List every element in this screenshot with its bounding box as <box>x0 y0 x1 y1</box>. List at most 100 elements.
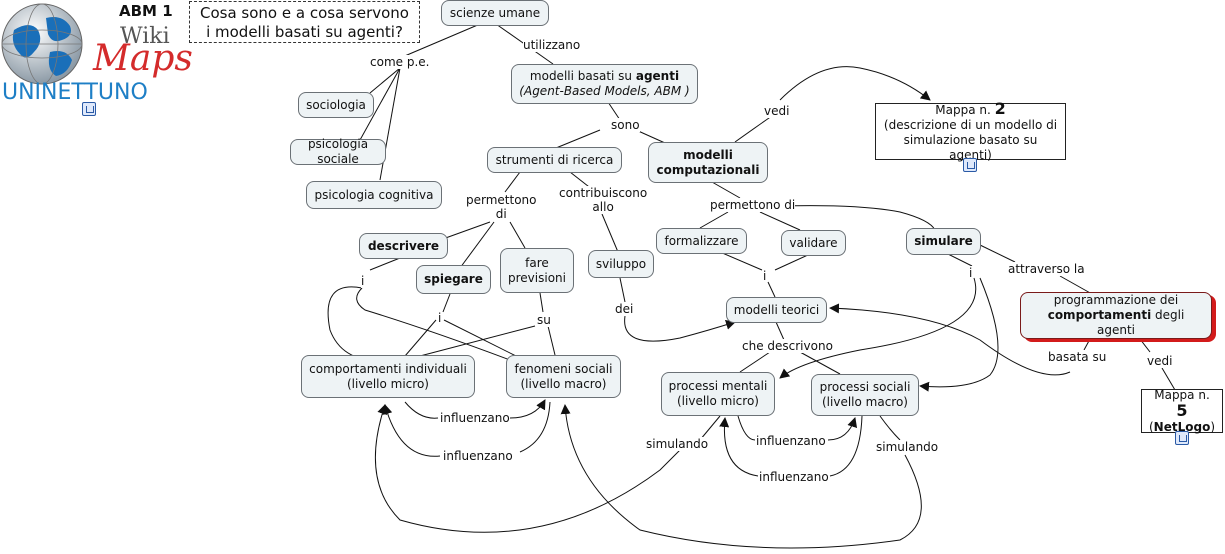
concept-label-bold: agenti <box>635 69 680 83</box>
edge <box>619 277 626 303</box>
edge <box>601 213 619 253</box>
link-label: come p.e. <box>370 55 430 69</box>
concept-map-icon[interactable] <box>963 158 977 172</box>
edge <box>399 23 481 59</box>
concept-sviluppo[interactable]: sviluppo <box>588 250 654 278</box>
concept-label: modelli basati su agenti <box>530 69 679 84</box>
concept-fenomeni-sociali[interactable]: fenomeni sociali (livello macro) <box>506 355 621 398</box>
concept-descrivere[interactable]: descrivere <box>359 233 448 259</box>
concept-label: fare <box>525 255 549 270</box>
concept-comportamenti-individuali[interactable]: comportamenti individuali (livello micro… <box>301 355 475 398</box>
concept-label: sociologia <box>306 97 366 112</box>
concept-validare[interactable]: validare <box>781 230 846 256</box>
edge <box>827 417 858 441</box>
link-label: i <box>438 311 442 325</box>
concept-programmazione-comportamenti[interactable]: programmazione dei comportamenti degli a… <box>1020 292 1212 339</box>
edge <box>327 286 406 362</box>
concept-label-line2: comportamenti degli agenti <box>1027 308 1205 338</box>
concept-formalizzare[interactable]: formalizzare <box>656 228 747 254</box>
edge <box>779 205 936 231</box>
concept-label: formalizzare <box>664 233 739 248</box>
concept-processi-sociali[interactable]: processi sociali (livello macro) <box>811 374 919 416</box>
link-label: permettono di <box>710 198 796 212</box>
edge <box>829 415 863 477</box>
link-label: vedi <box>764 104 790 118</box>
link-label: vedi <box>1147 354 1173 368</box>
concept-label-part: ( <box>1148 419 1154 434</box>
link-label: sono <box>611 118 640 132</box>
edge <box>779 277 977 379</box>
concept-label: validare <box>789 235 838 250</box>
edge <box>519 401 551 453</box>
link-label-line2: allo <box>592 200 614 214</box>
edge <box>711 181 741 199</box>
concept-label-line3: simulazione basato su agenti) <box>903 132 1038 162</box>
concept-sociologia[interactable]: sociologia <box>298 92 374 118</box>
concept-modelli-teorici[interactable]: modelli teorici <box>726 297 827 323</box>
wikimaps-logo: Wiki Maps UNINETTUNO <box>0 0 193 116</box>
concept-psicologia-cognitiva[interactable]: psicologia cognitiva <box>306 181 442 209</box>
concept-modelli-computazionali[interactable]: modelli computazionali <box>648 142 768 183</box>
edge <box>799 351 841 375</box>
concept-label-number: 5 <box>1176 400 1188 420</box>
concept-label-sub: (Agent-Based Models, ABM ) <box>519 84 690 98</box>
edge <box>767 281 776 298</box>
link-label-line2: di <box>495 207 507 221</box>
concept-mappa-5[interactable]: Mappa n. 5 (NetLogo) <box>1141 388 1223 434</box>
edge <box>443 319 521 359</box>
concept-label-part: Mappa n. <box>935 102 995 117</box>
edge <box>442 293 451 313</box>
concept-label: processi mentali <box>668 379 768 393</box>
focus-question-line2: i modelli basati su agenti? <box>206 23 403 41</box>
edge <box>624 315 736 342</box>
focus-question-line1: Cosa sono e a cosa servono <box>200 4 409 22</box>
concept-label: simulare <box>914 234 973 248</box>
link-label: dei <box>615 302 634 316</box>
edge <box>699 415 721 441</box>
concept-mappa-2[interactable]: Mappa n. 2 (descrizione di un modello di… <box>875 100 1066 162</box>
edge <box>759 211 801 231</box>
concept-label-line2: (descrizione di un modello di <box>883 117 1058 132</box>
edge <box>539 292 544 313</box>
edge <box>1161 367 1176 391</box>
edge <box>1083 338 1091 351</box>
edge <box>774 253 811 271</box>
link-label: basata su <box>1048 350 1107 364</box>
concept-simulare[interactable]: simulare <box>906 228 981 255</box>
edge <box>419 325 536 357</box>
concept-label-line2: previsioni <box>508 270 566 285</box>
edge <box>374 404 691 533</box>
edge <box>369 257 401 271</box>
concept-psicologia-sociale[interactable]: psicologia sociale <box>290 137 386 166</box>
concept-map-icon[interactable] <box>1175 431 1189 445</box>
edge <box>439 221 491 241</box>
concept-spiegare[interactable]: spiegare <box>416 265 491 294</box>
link-label: utilizzano <box>523 38 581 52</box>
edge <box>504 171 521 193</box>
link-label: simulando <box>876 440 939 454</box>
edge <box>459 221 495 269</box>
link-label: attraverso la <box>1008 262 1085 276</box>
concept-processi-mentali[interactable]: processi mentali (livello micro) <box>661 372 775 416</box>
link-label: su <box>537 313 551 327</box>
concept-label: programmazione dei <box>1053 293 1179 307</box>
link-label: influenzano <box>440 411 510 425</box>
concept-strumenti-di-ricerca[interactable]: strumenti di ricerca <box>487 147 622 173</box>
concept-label-line2: computazionali <box>656 162 760 177</box>
focus-question: Cosa sono e a cosa servono i modelli bas… <box>189 1 420 43</box>
concept-modelli-basati-su-agenti[interactable]: modelli basati su agenti (Agent-Based Mo… <box>511 64 698 104</box>
link-label: influenzano <box>756 434 826 448</box>
globe-logo-icon <box>1 3 83 85</box>
concept-label-line2: (livello macro) <box>520 376 607 391</box>
concept-fare-previsioni[interactable]: fare previsioni <box>500 248 574 293</box>
edge <box>947 253 973 267</box>
concept-map-icon[interactable] <box>82 102 96 116</box>
concept-label: processi sociali <box>819 380 911 394</box>
edge <box>739 351 771 373</box>
link-label: simulando <box>646 437 709 451</box>
concept-scienze-umane[interactable]: scienze umane <box>441 0 549 26</box>
concept-label-line2: (livello micro) <box>347 376 429 391</box>
edge <box>779 66 931 101</box>
concept-label-number: 2 <box>994 98 1006 118</box>
map-code: ABM 1 <box>119 2 173 20</box>
